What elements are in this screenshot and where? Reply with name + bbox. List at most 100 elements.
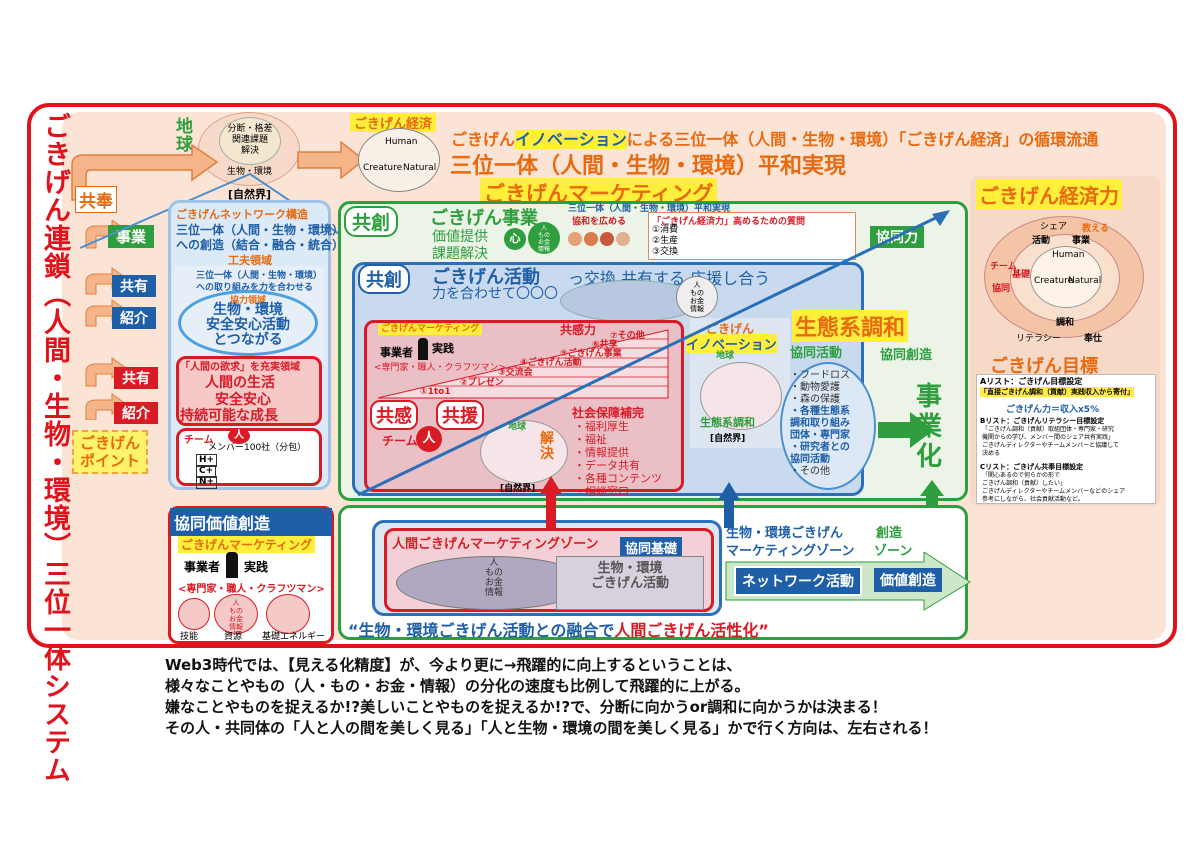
innovation-rest: による三位一体（人間・生物・環境）「ごきげん経済」の循環流通 <box>626 130 1099 149</box>
bottom-person-icon <box>226 552 238 578</box>
kaiketsu-label: 解決 <box>540 431 554 462</box>
step-1: ①1to1 <box>420 387 451 397</box>
bio-zone-1: 生物・環境ごきげん <box>726 526 844 541</box>
heart-sub-1: 人 <box>540 225 547 232</box>
res-line-4: 情報 <box>229 623 243 631</box>
innovation-word: イノベーション <box>515 130 627 149</box>
solve-line: 課題解決 <box>432 246 488 262</box>
network-line-1: 三位一体（人間・生物・環境） <box>176 223 345 237</box>
eco-item-9: ・その他 <box>790 466 830 477</box>
sanmi-line: 三位一体（人間・生物・環境） <box>196 271 323 281</box>
eco-item-8: 協同活動 <box>790 454 830 465</box>
innovation-gokigen-small: ごきげん <box>706 322 755 336</box>
heart-sub: 人 もの お金 情報 <box>528 222 560 254</box>
jigyosha-label: 事業者 <box>380 346 413 359</box>
question-3: ③交換 <box>652 247 679 257</box>
kyoso2-label: 共創 <box>358 264 410 294</box>
welfare-title: 社会保障補完 <box>572 406 645 420</box>
bottom-jissen: 実践 <box>244 560 269 574</box>
zone-line-2: ごきげん活動 <box>590 576 669 591</box>
sanmi-line-2: への取り組みを力を合わせる <box>196 283 314 293</box>
shokai-label-2: 紹介 <box>114 402 158 424</box>
step-5: ⑤ごきげん事業 <box>560 349 622 359</box>
safety-line-2: 安全安心活動 <box>206 317 290 333</box>
jissen-label: 実践 <box>432 342 454 355</box>
energy-circle <box>266 594 310 634</box>
step-4: ④ごきげん活動 <box>520 358 582 368</box>
caption-line-3: 嫌なことやものを捉えるか!?美しいことやものを捉えるか!?で、分断に向かうor調… <box>165 698 887 716</box>
kyoryoku-small: 協和を広める <box>572 217 627 227</box>
bottom-senmonka: <専門家・職人・クラフツマン> <box>178 584 325 595</box>
bubble-2: もの <box>690 289 704 297</box>
kyodo-katsudo: 協同活動 <box>790 346 843 361</box>
nature-right-label: [自然界] <box>710 434 746 444</box>
eco-list: ・フードロス ・動物愛護 ・森の保護 ・各種生態系 調和取り組み 団体・専門家 … <box>790 370 850 478</box>
power-title: 「ごきげん経済力」高めるための質問 <box>652 217 806 227</box>
kyodo-sozo: 協同創造 <box>880 348 933 363</box>
ring-creature: Creature <box>1034 276 1074 286</box>
safety-oval: 生物・環境 安全安心活動 とつながる <box>178 290 318 356</box>
key-h: H+ <box>196 454 218 467</box>
welfare-item-1: ・福利厚生 <box>574 420 629 433</box>
question-1: ①消費 <box>652 225 679 235</box>
sozo-zone-2: ゾーン <box>874 544 913 559</box>
human-zone-label: 人間ごきげんマーケティングゾーン <box>392 537 599 552</box>
c-line-3: ごきげんディレクターやチームメンバーなどのシェア <box>982 488 1126 495</box>
human-line-1: 人間の生活 <box>205 375 275 391</box>
kufu-label: 工夫領域 <box>228 254 272 267</box>
kyokan-label: 共感 <box>370 400 418 430</box>
members-label: メンバー100社（分包） <box>208 443 307 453</box>
key-n: N+ <box>196 476 218 489</box>
eco-item-1: ・フードロス <box>790 370 850 381</box>
fusion-line: “生物・環境ごきげん活動との融合で人間ごきげん活性化” <box>348 617 769 641</box>
ring-business: 事業 <box>1072 236 1091 246</box>
kyoyu-label-2: 共有 <box>114 367 158 389</box>
zone-inner-4: 情報 <box>484 588 503 598</box>
economy-title: ごきげん経済 <box>350 113 437 132</box>
network-line-2: への創造（結合・融合・統合） <box>176 238 345 252</box>
ring-team: チーム <box>990 262 1017 272</box>
c-line-2: ごきげん調和（貢献）したい」 <box>982 480 1067 487</box>
earth-label: 地球 <box>176 117 193 155</box>
resource-bubble: 人 もの お金 情報 <box>676 276 718 318</box>
eco-small-label: 生態系調和 <box>700 416 755 429</box>
ring-human: Human <box>1052 250 1085 260</box>
bubble-4: 情報 <box>690 305 704 313</box>
zone-inner-2: もの <box>484 568 503 578</box>
kyoho-arrow <box>71 143 219 201</box>
yokkyu-title: 「人間の欲求」を充実領域 <box>180 362 300 373</box>
jigyoka: 事業化 <box>916 382 943 472</box>
value-creation-title: 協同価値創造 <box>170 508 332 536</box>
step-6: ⑥共享 <box>592 340 618 350</box>
resource-circle: 人 もの お金 情報 <box>214 594 258 634</box>
res-line-2: もの <box>229 607 243 615</box>
ring-base: 基礎 <box>1012 270 1031 280</box>
network-title: ごきげんネットワーク構造 <box>176 208 308 221</box>
welfare-item-4: ・データ共有 <box>574 459 640 472</box>
zone-line-1: 生物・環境 <box>597 561 663 576</box>
c-line-1: 「関心あるので何らかの形で <box>982 472 1061 479</box>
energy-label: 基礎エネルギー <box>262 632 326 642</box>
diagonal-arrow <box>357 210 950 497</box>
safety-line-3: とつながる <box>213 332 283 348</box>
bottom-marketing: ごきげんマーケティング <box>178 536 316 553</box>
bio-zone-2: マーケティングゾーン <box>726 544 855 559</box>
team-person: 人 <box>228 428 250 444</box>
bottom-jigyosha: 事業者 <box>184 560 221 574</box>
ring-share: シェア <box>1040 222 1068 232</box>
person-icon <box>418 338 428 360</box>
economy-human: Human <box>385 137 418 147</box>
b-line-3: ごきげんディレクターやチームメンバーと協議して <box>982 442 1119 449</box>
welfare-item-6: ・相談窓口 <box>574 485 629 498</box>
arrow-up-blue <box>718 482 740 528</box>
b-line-1: 「ごきげん調和（貢献）取組団体・専門家・研究 <box>982 426 1115 433</box>
b-line-2: 機関からの学び、メンバー間のシェア共有実践」 <box>982 434 1115 441</box>
a-title: Aリスト：ごきげん目標設定 <box>980 377 1083 386</box>
zone-inner-3: お金 <box>484 578 503 588</box>
peace-title: 三位一体（人間・生物・環境）平和実現 <box>450 154 847 179</box>
sozo-zone-1: 創造 <box>876 526 903 541</box>
a-line: 「直接ごきげん調和（貢献）実践収入から寄付」 <box>980 387 1134 397</box>
arrow-to-economy <box>297 140 366 180</box>
step-3: ③交流会 <box>498 368 533 378</box>
value-line: 価値提供 <box>432 229 488 245</box>
